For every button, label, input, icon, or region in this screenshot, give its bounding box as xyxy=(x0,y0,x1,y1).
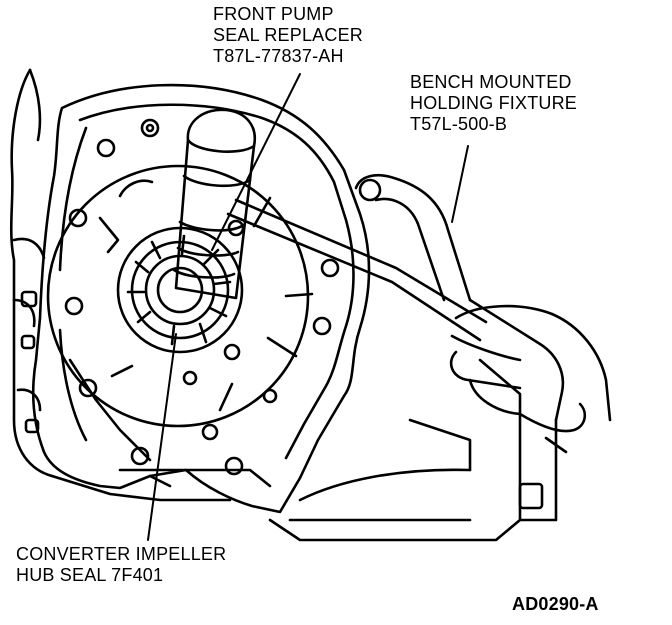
label-line: CONVERTER IMPELLER xyxy=(16,544,227,564)
label-line: FRONT PUMP xyxy=(213,4,334,24)
seal-replacer-tool xyxy=(172,108,257,300)
label-line: BENCH MOUNTED xyxy=(410,72,572,92)
operator-hand xyxy=(449,304,612,454)
pump-body xyxy=(46,164,314,441)
label-line: SEAL REPLACER xyxy=(213,25,363,45)
bell-housing xyxy=(31,83,371,514)
lower-bracket xyxy=(50,358,272,502)
label-line: T57L-500-B xyxy=(410,114,508,134)
transmission-case xyxy=(9,68,54,478)
label-line: HOLDING FIXTURE xyxy=(410,93,578,113)
holding-fixture xyxy=(226,174,565,542)
holding-fixture-label: BENCH MOUNTED HOLDING FIXTURE T57L-500-B xyxy=(410,72,577,135)
figure-reference: AD0290-A xyxy=(512,594,599,614)
front-pump-seal-replacer-label: FRONT PUMP SEAL REPLACER T87L-77837-AH xyxy=(213,4,363,67)
converter-impeller-seal-label: CONVERTER IMPELLER HUB SEAL 7F401 xyxy=(16,544,226,586)
label-line: T87L-77837-AH xyxy=(213,46,344,66)
label-line: HUB SEAL 7F401 xyxy=(16,565,164,585)
leader-lines xyxy=(147,73,469,541)
